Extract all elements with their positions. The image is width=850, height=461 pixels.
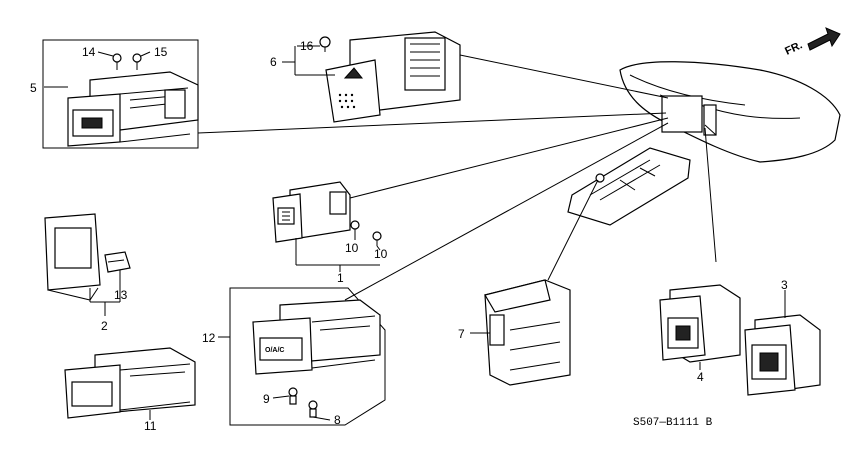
leader-lines: [44, 45, 786, 421]
callout-4: 4: [697, 370, 704, 384]
callout-14: 14: [82, 45, 96, 59]
callout-15: 15: [154, 45, 168, 59]
diagram-code: S507—B1111 B: [633, 417, 713, 429]
box-part-12: [229, 287, 386, 426]
callout-13: 13: [114, 288, 128, 302]
callout-7: 7: [458, 327, 465, 341]
callout-10-b: 10: [374, 247, 388, 261]
ac-switch: O/A/C: [252, 299, 381, 375]
callout-9: 9: [263, 392, 270, 406]
switch-part-3: [744, 314, 821, 396]
screw-15: [132, 53, 142, 70]
switch-part-4: [659, 284, 741, 363]
callout-numbers: 1 2 3 4 5 6 7 8 9 10 10 11 12 13 14 15 1…: [30, 39, 788, 433]
callout-16: 16: [300, 39, 314, 53]
screw-16: [319, 36, 331, 52]
callout-1: 1: [337, 271, 344, 285]
center-console: [567, 147, 691, 226]
blank-cover: [44, 213, 101, 301]
callout-5: 5: [30, 81, 37, 95]
callout-6: 6: [270, 55, 277, 69]
callout-11: 11: [144, 419, 157, 433]
rear-defroster-switch: [67, 71, 199, 147]
front-direction-arrow: FR.: [783, 27, 841, 58]
hazard-switch: [325, 31, 461, 123]
screw-14: [112, 53, 122, 70]
console-switch-part-7: [484, 279, 571, 386]
callout-10-a: 10: [345, 241, 359, 255]
callout-12: 12: [202, 331, 216, 345]
clip-13: [104, 251, 131, 273]
bulb-10-b: [372, 231, 382, 246]
bulb-9: [288, 387, 298, 405]
dashboard: [619, 61, 841, 163]
bulb-10-a: [350, 220, 360, 235]
ac-button-label: O/A/C: [265, 347, 284, 354]
direction-label: FR.: [783, 39, 804, 57]
bulb-8: [308, 400, 318, 418]
callout-8: 8: [334, 413, 341, 427]
switch-part-1: [272, 181, 351, 243]
callout-3: 3: [781, 278, 788, 292]
switch-part-11: [64, 347, 196, 419]
callout-2: 2: [101, 319, 108, 333]
